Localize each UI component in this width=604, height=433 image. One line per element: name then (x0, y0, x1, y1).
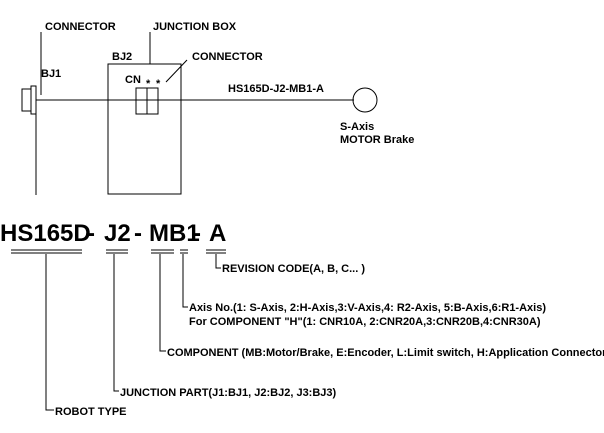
cn-label: CN (125, 74, 141, 86)
component-h-label: For COMPONENT "H"(1: CNR10A, 2:CNR20A,3:… (189, 316, 541, 328)
component-label: COMPONENT (MB:Motor/Brake, E:Encoder, L:… (167, 347, 604, 359)
code-separator-2: - (134, 220, 142, 247)
connector-top-label: CONNECTOR (45, 21, 116, 33)
code-separator-3: - (193, 220, 201, 247)
s-axis-motor-symbol (352, 87, 378, 113)
junction-part-label: JUNCTION PART(J1:BJ1, J2:BJ2, J3:BJ3) (120, 387, 337, 399)
revision-code-label: REVISION CODE(A, B, C... ) (222, 263, 365, 275)
s-axis-label: S-Axis (340, 121, 374, 133)
bj2-junction-box (107, 63, 182, 195)
axis-no-label: Axis No.(1: S-Axis, 2:H-Axis,3:V-Axis,4:… (189, 302, 546, 314)
cn-asterisk-2: * (156, 78, 161, 90)
cn-connector-right-half (146, 87, 159, 115)
bj1-plug-flange (30, 85, 37, 115)
leader-revision (215, 254, 221, 269)
code-part-junction: J2 (104, 220, 131, 247)
leader-robot-type (45, 254, 54, 411)
connector-right-label: CONNECTOR (192, 51, 263, 63)
code-part-component: MB1 (149, 220, 200, 247)
cn-connector-left-half (135, 87, 148, 115)
leader-junction-part (113, 254, 119, 392)
code-underlines (11, 249, 226, 254)
code-part-revision: A (209, 220, 226, 247)
leader-component (159, 254, 166, 352)
junction-box-label: JUNCTION BOX (153, 21, 237, 33)
leader-axis-no (182, 254, 188, 308)
code-part-robot-type: HS165D (0, 220, 91, 247)
bj1-plug-body (21, 88, 32, 112)
connector-right-leader-line (165, 59, 188, 83)
code-separator-1: - (87, 220, 95, 247)
cn-asterisk-1: * (146, 78, 151, 90)
cable-name-label: HS165D-J2-MB1-A (228, 83, 324, 95)
code-leader-lines (45, 254, 221, 411)
bj2-label: BJ2 (112, 51, 132, 63)
robot-type-label: ROBOT TYPE (55, 406, 127, 418)
bj1-label: BJ1 (41, 68, 61, 80)
motor-brake-label: MOTOR Brake (340, 134, 414, 146)
